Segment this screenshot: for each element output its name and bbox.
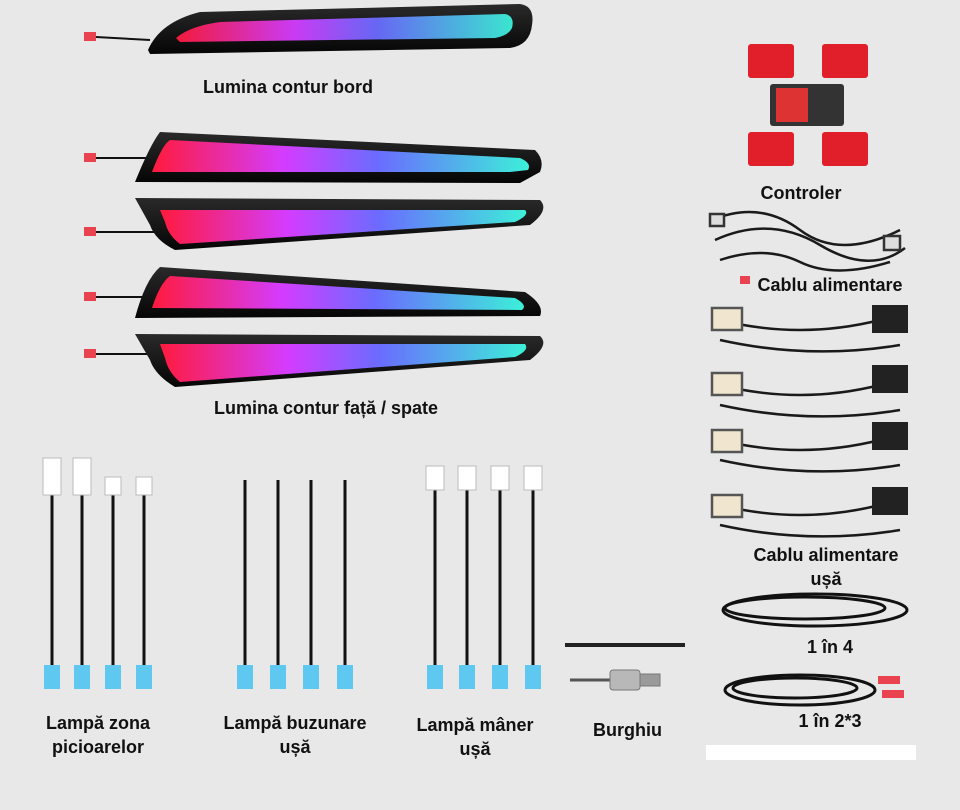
drill-bit — [565, 643, 685, 691]
label-door-power-cable: Cablu alimentare ușă — [753, 545, 899, 589]
door-light-strip-3 — [84, 267, 541, 318]
controller-module — [748, 44, 868, 166]
label-one-in-two-three: 1 în 2*3 — [798, 711, 862, 731]
blank-bar — [706, 745, 916, 760]
door-light-strip-1 — [84, 132, 542, 183]
label-drill-bit: Burghiu — [593, 720, 662, 740]
door-pocket-lamp-cables — [237, 480, 353, 689]
label-dashboard-strip: Lumina contur bord — [203, 77, 373, 97]
door-power-cable-3 — [710, 422, 908, 473]
label-door-handle-lamp: Lampă mâner ușă — [416, 715, 534, 759]
label-footwell-lamp: Lampă zona picioarelor — [45, 713, 151, 757]
dashboard-light-strip — [84, 4, 533, 54]
footwell-lamp-cables — [42, 457, 153, 689]
label-door-strips: Lumina contur față / spate — [213, 398, 439, 418]
door-power-cable-4 — [710, 487, 908, 538]
door-power-cable-1 — [710, 305, 908, 353]
label-door-pocket-lamp: Lampă buzunare ușă — [223, 713, 367, 757]
door-light-strip-2 — [84, 198, 544, 250]
power-cable-harness — [708, 210, 906, 284]
splitter-cable-1-in-2x3 — [723, 673, 904, 707]
door-handle-lamp-cables — [425, 465, 543, 689]
splitter-cable-1-in-4 — [721, 592, 909, 628]
door-light-strip-4 — [84, 334, 544, 387]
door-power-cable-2 — [710, 365, 908, 418]
label-power-cable: Cablu alimentare — [757, 275, 903, 295]
label-controller: Controler — [760, 183, 842, 203]
label-one-in-four: 1 în 4 — [806, 637, 854, 657]
